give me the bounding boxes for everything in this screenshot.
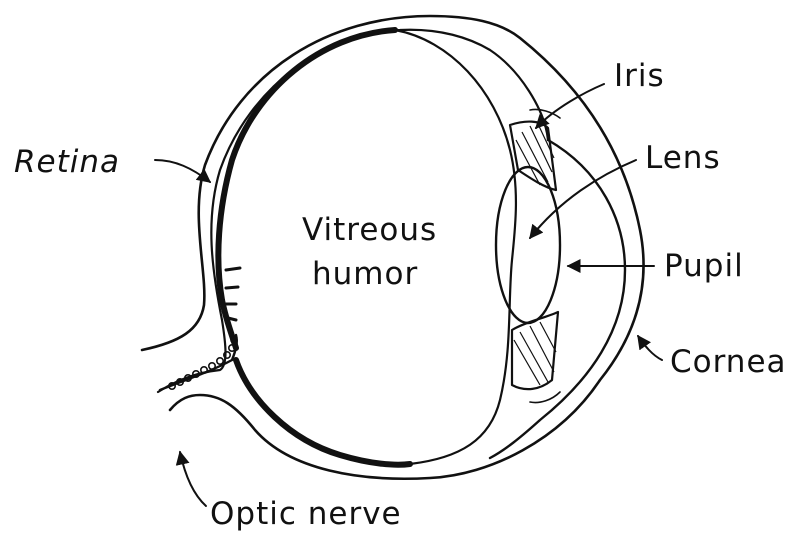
retina-layer-lower [236,360,410,465]
iris-lower [512,312,558,389]
lens-shape [496,167,560,323]
cornea-pointer [638,336,662,360]
sclera-inner-outline [158,30,548,392]
label-vitreous: Vitreous [302,212,437,248]
label-humor: humor [312,256,418,292]
label-cornea: Cornea [670,344,787,380]
label-iris: Iris [614,58,665,94]
label-pupil: Pupil [664,248,744,284]
label-lens: Lens [645,140,721,176]
optic-nerve-pointer [180,452,206,506]
iris-pointer [536,84,604,128]
label-optic-nerve: Optic nerve [210,496,402,532]
label-retina: Retina [14,144,120,180]
retina-ticks [226,268,240,320]
iris-lower-hatching [514,322,556,385]
lens-pointer [530,160,636,238]
retina-layer [218,30,395,348]
